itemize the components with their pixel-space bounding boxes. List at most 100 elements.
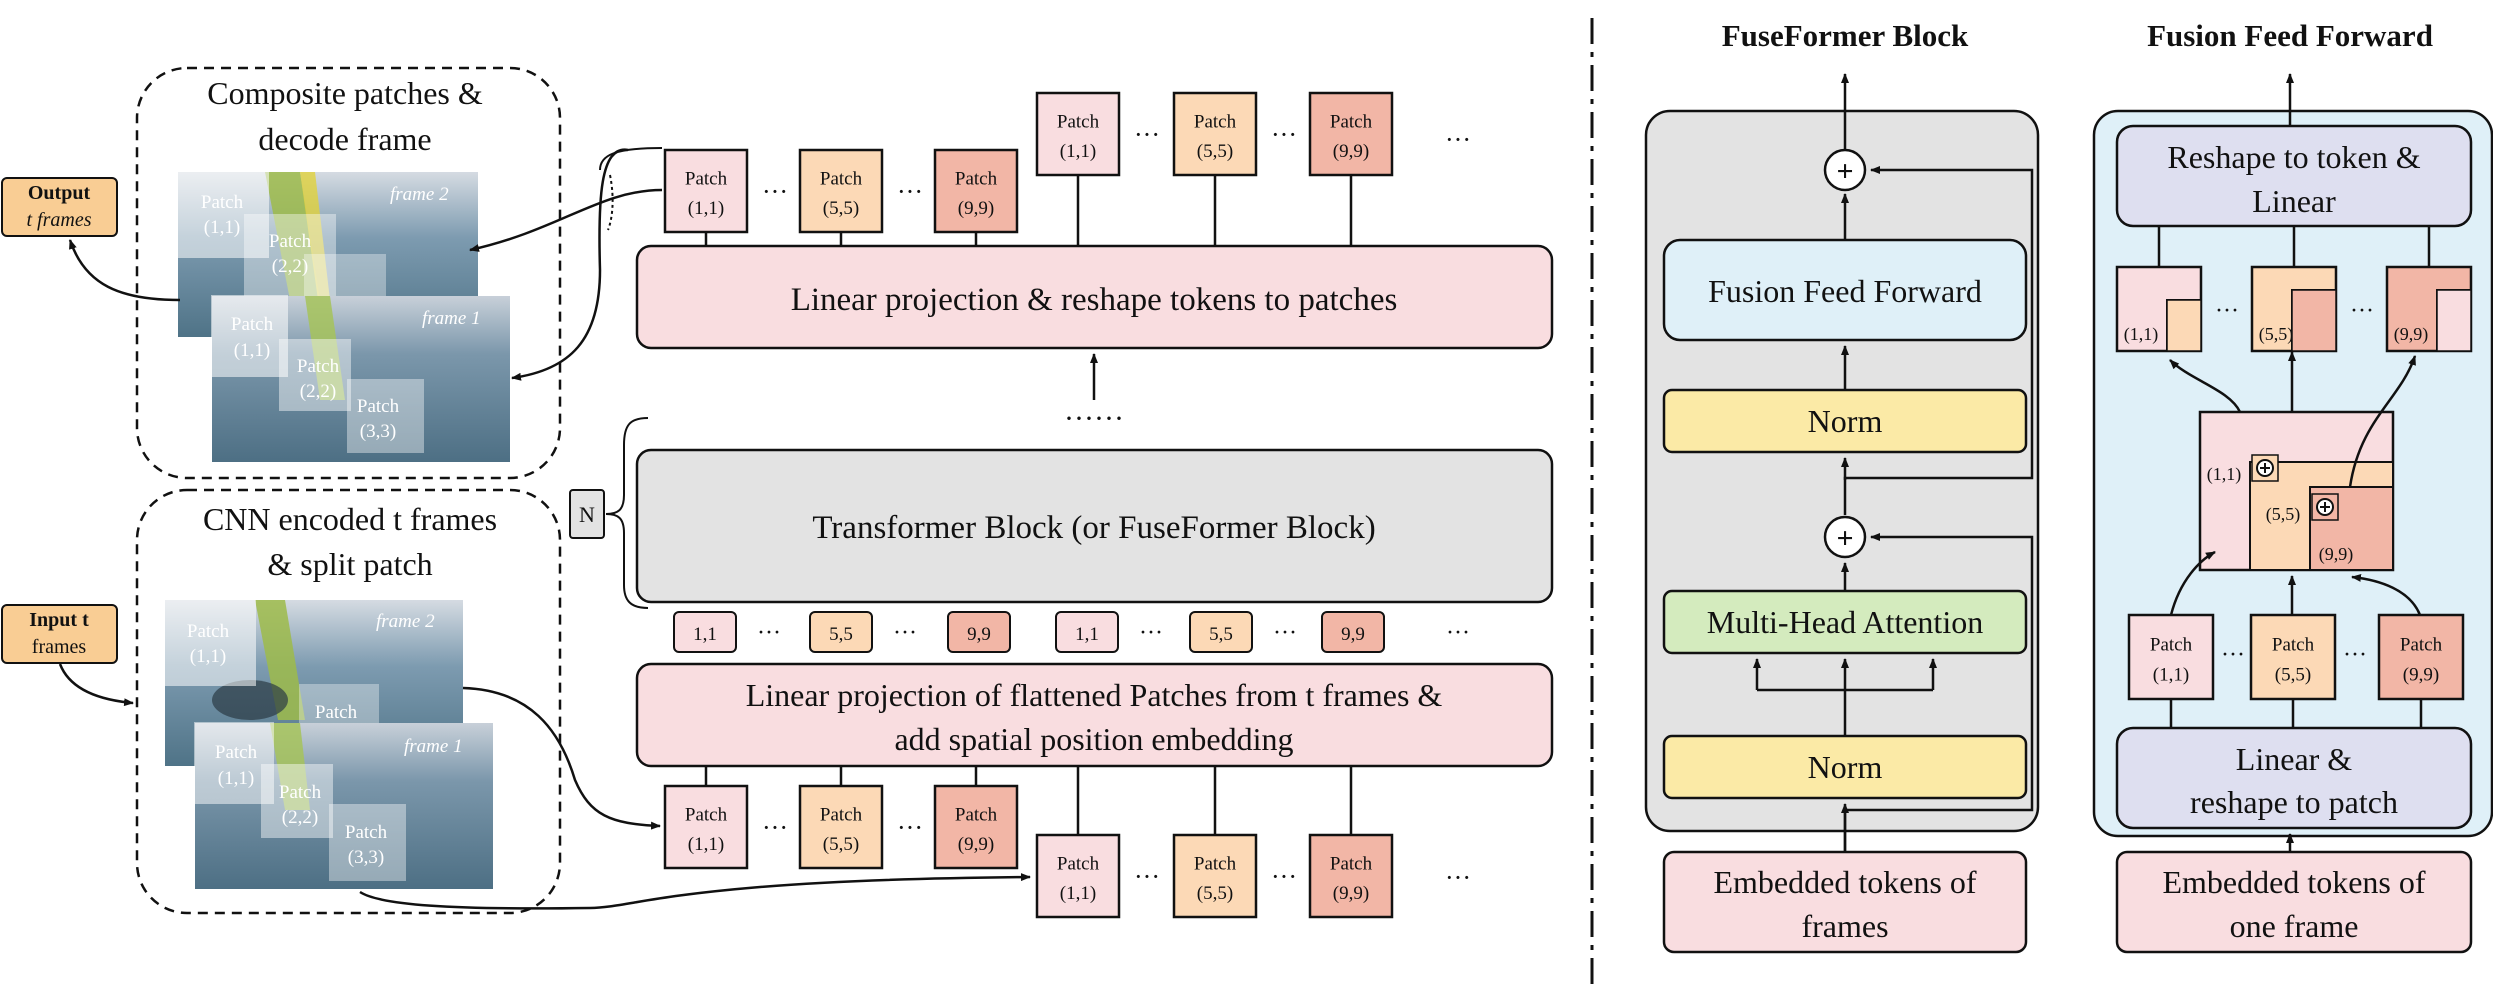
- top-right-ellipsis: ···: [1445, 125, 1471, 154]
- arrow-cnn-frame2-to-patches: [462, 686, 661, 830]
- arrow-patches-to-composite-1: [511, 148, 629, 381]
- patches-top-patch-0-id: (1,1): [688, 198, 724, 219]
- fused-to-top-right: [2348, 355, 2417, 488]
- fff-top-patch-inner-1: [2291, 289, 2337, 352]
- patches-top-ellipsis-0: ···: [762, 177, 788, 206]
- arrow-composite-to-output: [68, 239, 181, 302]
- patches-bottom-patch-2-word: Patch: [955, 804, 998, 825]
- composite-group: [135, 66, 562, 480]
- patches-top-patch-0: [663, 148, 749, 234]
- cnn-frame-2-label: frame 2: [376, 611, 435, 632]
- fff-bottom-patch-1: [2249, 613, 2337, 701]
- patches-bottom-low-patch-0: [1035, 833, 1121, 919]
- token-ellipsis-1: ···: [893, 620, 917, 646]
- patches-top-patch-2-word: Patch: [955, 168, 998, 189]
- fff-linear-label-1: Linear &: [2236, 741, 2353, 777]
- linear-embedding-block: [635, 662, 1554, 768]
- patches-top-high-patch-1-word: Patch: [1194, 111, 1237, 132]
- comp2-patch-b: Patch: [269, 231, 312, 252]
- fuseformer-add-bottom: [1823, 515, 1867, 559]
- composite-frame-2-label: frame 2: [390, 184, 449, 205]
- patches-top-patch-1-word: Patch: [820, 168, 863, 189]
- patches-bottom-low-patch-2-id: (9,9): [1333, 883, 1369, 904]
- token-5: [1321, 611, 1385, 653]
- patches-bottom-low-ellipsis-0: ···: [1134, 862, 1160, 891]
- cnn2-patch-c: Patch: [315, 702, 358, 723]
- token-1: [809, 611, 873, 653]
- patches-bottom-low-patch-0-word: Patch: [1057, 853, 1100, 874]
- patches-bottom-patch-0-word: Patch: [685, 804, 728, 825]
- fuseformer-fusion-ff-block: [1662, 238, 2028, 342]
- patches-bottom-patch-2: [933, 784, 1019, 870]
- fused-id-1: (1,1): [2207, 464, 2242, 485]
- input-label: Input t: [29, 609, 89, 631]
- arrow-patches-to-composite-2: [469, 188, 663, 252]
- patches-bottom-low-patch-2: [1308, 833, 1394, 919]
- bottom-right-ellipsis: ···: [1445, 863, 1471, 892]
- cnn1-patch-a-id: (1,1): [218, 768, 254, 789]
- arrow-input-to-cnn: [58, 663, 134, 707]
- output-frames-label: t frames: [27, 209, 92, 231]
- patches-bottom-patch-1-id: (5,5): [823, 834, 859, 855]
- comp2-patch-b-id: (2,2): [272, 256, 308, 277]
- cnn-frame-1-label: frame 1: [404, 736, 463, 757]
- token-2: [947, 611, 1011, 653]
- token-ellipsis-0: ···: [757, 620, 781, 646]
- comp1-patch-c-id: (3,3): [360, 421, 396, 442]
- composite-frame-1-image: [211, 295, 510, 462]
- input-box: [1, 604, 118, 664]
- token-5-label: 9,9: [1341, 624, 1365, 645]
- repeat-n-box: [569, 489, 605, 539]
- fff-bottom-ellipsis-0: ···: [2221, 642, 2245, 668]
- fff-embedded-tokens: [2115, 850, 2473, 954]
- token-0-label: 1,1: [693, 624, 717, 645]
- transformer-block-label: Transformer Block (or FuseFormer Block): [812, 510, 1375, 546]
- linear-embedding-label-2: add spatial position embedding: [894, 721, 1293, 757]
- fff-embedded-label-1: Embedded tokens of: [2162, 864, 2425, 900]
- fuseformer-mha-label: Multi-Head Attention: [1707, 604, 1983, 640]
- token-3: [1055, 611, 1119, 653]
- fff-bottom-ellipsis-1: ···: [2343, 642, 2367, 668]
- patches-top-patch-1: [798, 148, 884, 234]
- connector-top-patches: [599, 147, 663, 171]
- bottom-left-to-fused: [2169, 550, 2216, 616]
- patches-bottom-patch-1-word: Patch: [820, 804, 863, 825]
- token-ellipsis-4: ···: [1273, 620, 1297, 646]
- comp1-patch-b-id: (2,2): [300, 381, 336, 402]
- arrow-cnn-frame1-to-patches: [359, 873, 1031, 910]
- fff-top-patch-inner-2: [2436, 289, 2472, 352]
- fuseformer-mha-block: [1662, 589, 2028, 655]
- fff-fused-patch: [2198, 410, 2395, 572]
- stack-ellipsis: ······: [1064, 402, 1124, 435]
- fff-bottom-patch-2: [2377, 613, 2465, 701]
- fff-reshape-label-1: Reshape to token &: [2167, 139, 2420, 175]
- fuseformer-panel: [1644, 109, 2040, 833]
- fuseformer-norm-bottom: [1662, 734, 2028, 800]
- fff-bottom-patch-1-word: Patch: [2272, 634, 2315, 655]
- fff-top-patch-id-2: (9,9): [2394, 324, 2429, 345]
- fff-reshape-label-2: Linear: [2252, 183, 2336, 219]
- fuseformer-embedded-label-2: frames: [1801, 908, 1888, 944]
- fff-bottom-patch-1-id: (5,5): [2275, 665, 2311, 686]
- fff-top-ellipsis-0: ···: [2215, 298, 2239, 324]
- fff-bottom-patch-0-word: Patch: [2150, 634, 2193, 655]
- cnn1-patch-b-id: (2,2): [282, 807, 318, 828]
- fuseformer-embedded-tokens: [1662, 850, 2028, 954]
- fff-title: Fusion Feed Forward: [2147, 18, 2433, 53]
- linear-projection-reshape-label: Linear projection & reshape tokens to pa…: [791, 282, 1398, 318]
- cnn1-patch-c: Patch: [345, 822, 388, 843]
- fff-bottom-patch-2-id: (9,9): [2403, 665, 2439, 686]
- patches-bottom-patch-0: [663, 784, 749, 870]
- cnn-group: [135, 488, 562, 915]
- token-2-label: 9,9: [967, 624, 991, 645]
- comp1-patch-b: Patch: [297, 356, 340, 377]
- patches-top-ellipsis-1: ···: [897, 177, 923, 206]
- cnn2-patch-a-id: (1,1): [190, 646, 226, 667]
- fuseformer-norm-bottom-label: Norm: [1808, 749, 1883, 785]
- patches-top-high-patch-1-id: (5,5): [1197, 141, 1233, 162]
- patches-top-high-patch-1: [1172, 91, 1258, 177]
- input-frames-label: frames: [32, 636, 87, 658]
- linear-embedding-label-1: Linear projection of flattened Patches f…: [746, 677, 1443, 713]
- connector-dotted: [607, 174, 614, 231]
